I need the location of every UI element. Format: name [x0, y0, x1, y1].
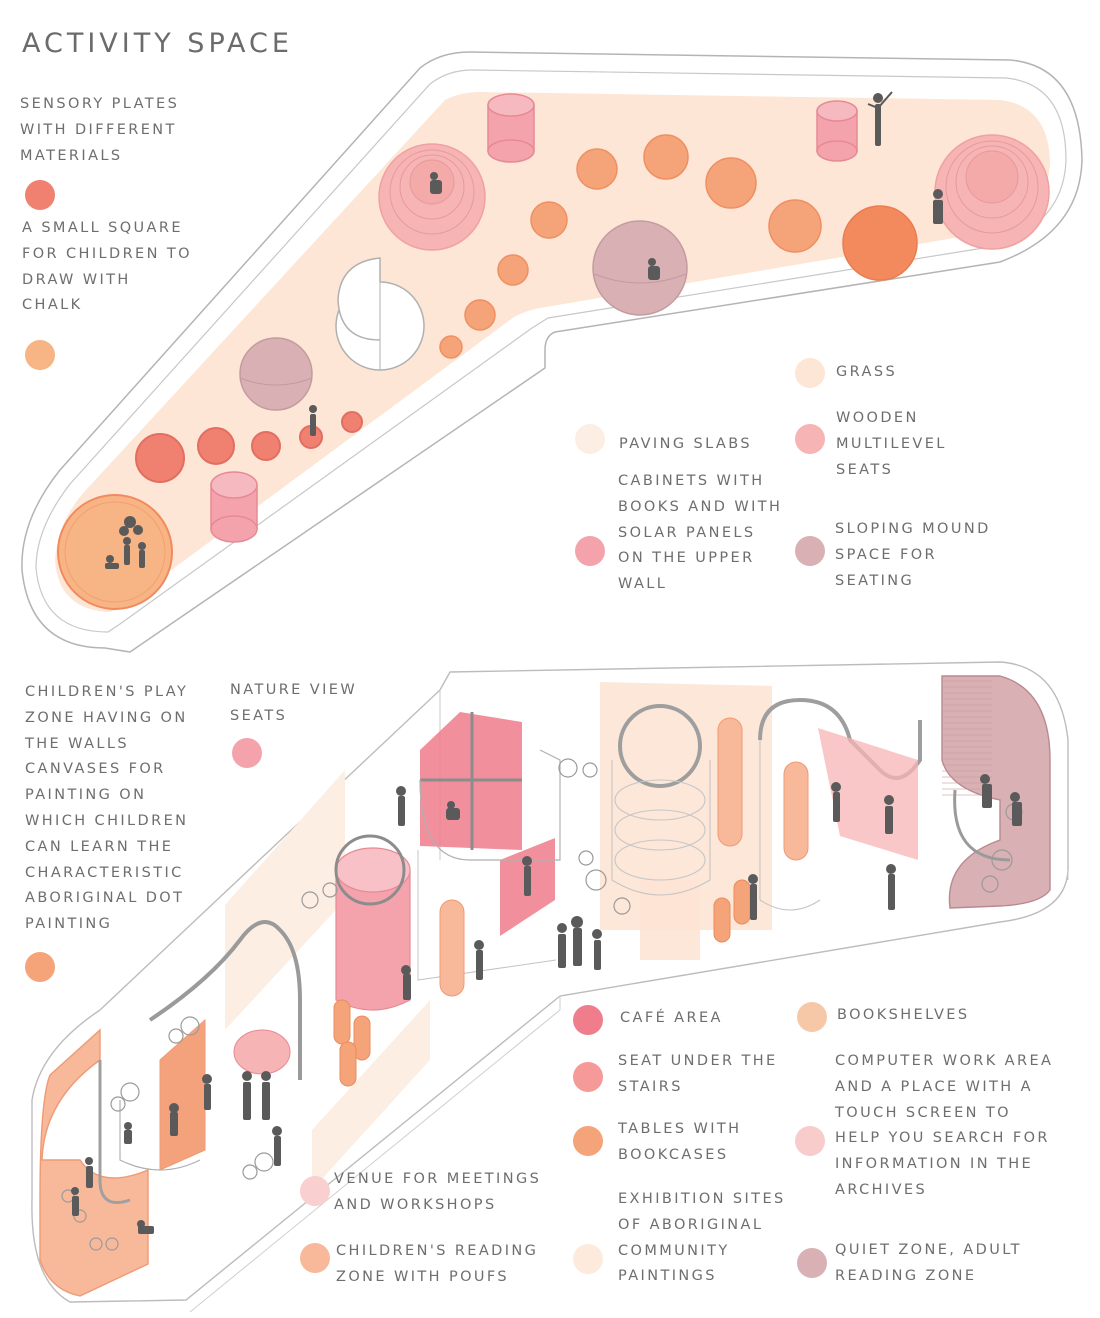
- legend-label-wooden-seats: WOODEN MULTILEVEL SEATS: [836, 410, 947, 478]
- bottom-axonometric: [31, 661, 1069, 1313]
- sensory-plate: [251, 431, 281, 461]
- chalk-square: [57, 494, 173, 610]
- legend-swatch-seat-stairs: [573, 1062, 603, 1092]
- sensory-plate: [135, 433, 185, 483]
- legend-swatch-chalk-square: [25, 340, 55, 370]
- chalk-plate: [842, 205, 918, 281]
- tables-with-bookcases: [333, 879, 751, 1087]
- legend-swatch-grass: [795, 358, 825, 388]
- seat-under-stairs: [334, 834, 411, 1011]
- people-silhouettes: [71, 774, 1022, 1234]
- legend-swatch-reading-poufs: [300, 1243, 330, 1273]
- legend-swatch-sloping-mound: [795, 536, 825, 566]
- cabinet: [487, 93, 535, 163]
- legend-label-bookshelves: BOOKSHELVES: [837, 1007, 970, 1023]
- legend-swatch-play-zone: [25, 952, 55, 982]
- chalk-plate: [576, 148, 618, 190]
- legend-label-play-zone: CHILDREN'S PLAY ZONE HAVING ON THE WALLS…: [25, 684, 189, 933]
- legend-swatch-bookshelves: [797, 1002, 827, 1032]
- sloping-mound: [592, 220, 688, 316]
- legend-swatch-cafe: [573, 1005, 603, 1035]
- legend-label-quiet-zone: QUIET ZONE, ADULT READING ZONE: [835, 1242, 1022, 1284]
- chalk-plate: [705, 157, 757, 209]
- legend-swatch-cabinets: [575, 536, 605, 566]
- legend-label-tables-bookcases: TABLES WITH BOOKCASES: [618, 1121, 742, 1163]
- chalk-plate: [530, 201, 568, 239]
- legend-label-sloping-mound: SLOPING MOUND SPACE FOR SEATING: [835, 521, 991, 589]
- sensory-plate: [341, 411, 363, 433]
- legend-swatch-exhibition: [573, 1244, 603, 1274]
- legend-label-exhibition: EXHIBITION SITES OF ABORIGINAL COMMUNITY…: [618, 1191, 786, 1285]
- sloping-mound: [239, 337, 313, 411]
- legend-label-meetings: VENUE FOR MEETINGS AND WORKSHOPS: [334, 1171, 542, 1213]
- legend-label-nature-view: NATURE VIEW SEATS: [230, 682, 358, 724]
- chalk-plate: [439, 335, 463, 359]
- reading-zone: [39, 1028, 149, 1297]
- bookshelf: [439, 717, 809, 997]
- legend-swatch-sensory-plates: [25, 180, 55, 210]
- legend-swatch-tables-bookcases: [573, 1126, 603, 1156]
- legend-label-cafe: CAFÉ AREA: [620, 1010, 723, 1026]
- wooden-multilevel-seat: [934, 134, 1050, 250]
- legend-label-sensory-plates: SENSORY PLATES WITH DIFFERENT MATERIALS: [20, 96, 180, 164]
- legend-label-paving-slabs: PAVING SLABS: [619, 436, 752, 452]
- legend-swatch-wooden-seats: [795, 424, 825, 454]
- legend-swatch-paving-slabs: [575, 424, 605, 454]
- legend-label-cabinets: CABINETS WITH BOOKS AND WITH SOLAR PANEL…: [618, 473, 783, 593]
- legend-label-seat-stairs: SEAT UNDER THE STAIRS: [618, 1053, 778, 1095]
- quiet-zone: [941, 675, 1051, 909]
- sensory-plate: [197, 427, 235, 465]
- legend-label-computer: COMPUTER WORK AREA AND A PLACE WITH A TO…: [835, 1053, 1054, 1198]
- chalk-plate: [497, 254, 529, 286]
- legend-label-reading-poufs: CHILDREN'S READING ZONE WITH POUFS: [336, 1243, 539, 1285]
- exhibition-panel: [312, 1000, 430, 1190]
- chalk-plate: [643, 134, 689, 180]
- top-plan: [21, 51, 1083, 653]
- spiral-feature: [335, 257, 425, 371]
- bottom-slab-outline: [31, 661, 1069, 1303]
- legend-swatch-computer: [795, 1126, 825, 1156]
- cafe-area: [420, 712, 555, 936]
- legend-swatch-quiet-zone: [797, 1248, 827, 1278]
- cabinet: [816, 100, 858, 162]
- legend-label-grass: GRASS: [836, 364, 898, 380]
- wooden-multilevel-seat: [378, 143, 486, 251]
- exhibition-panel: [640, 880, 700, 960]
- meeting-venue: [233, 1029, 291, 1075]
- legend-swatch-meetings: [300, 1176, 330, 1206]
- legend-swatch-nature-view: [232, 738, 262, 768]
- exhibition-panel: [225, 770, 345, 1030]
- page-title: ACTIVITY SPACE: [22, 28, 293, 59]
- chalk-plate: [768, 199, 822, 253]
- legend-label-chalk-square: A SMALL SQUARE FOR CHILDREN TO DRAW WITH…: [22, 220, 192, 314]
- chalk-plate: [464, 299, 496, 331]
- people-silhouettes: [105, 91, 943, 569]
- cabinet: [210, 471, 258, 543]
